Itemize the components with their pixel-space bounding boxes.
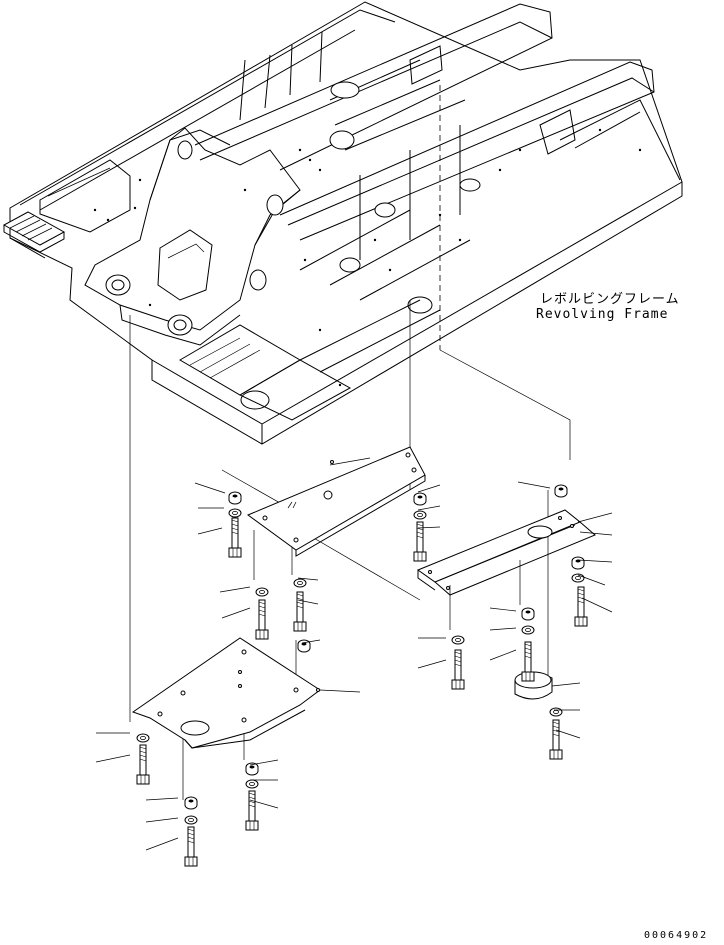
part-label-japanese: レボルビングフレーム [540,292,680,307]
undercover-left [133,638,320,748]
undercover-front [248,447,425,556]
undercover-right [418,510,595,595]
part-label-english: Revolving Frame [536,307,669,322]
revolving-frame [4,2,682,444]
drawing-number: 00064902 [644,930,709,941]
leader-lines [96,458,612,850]
